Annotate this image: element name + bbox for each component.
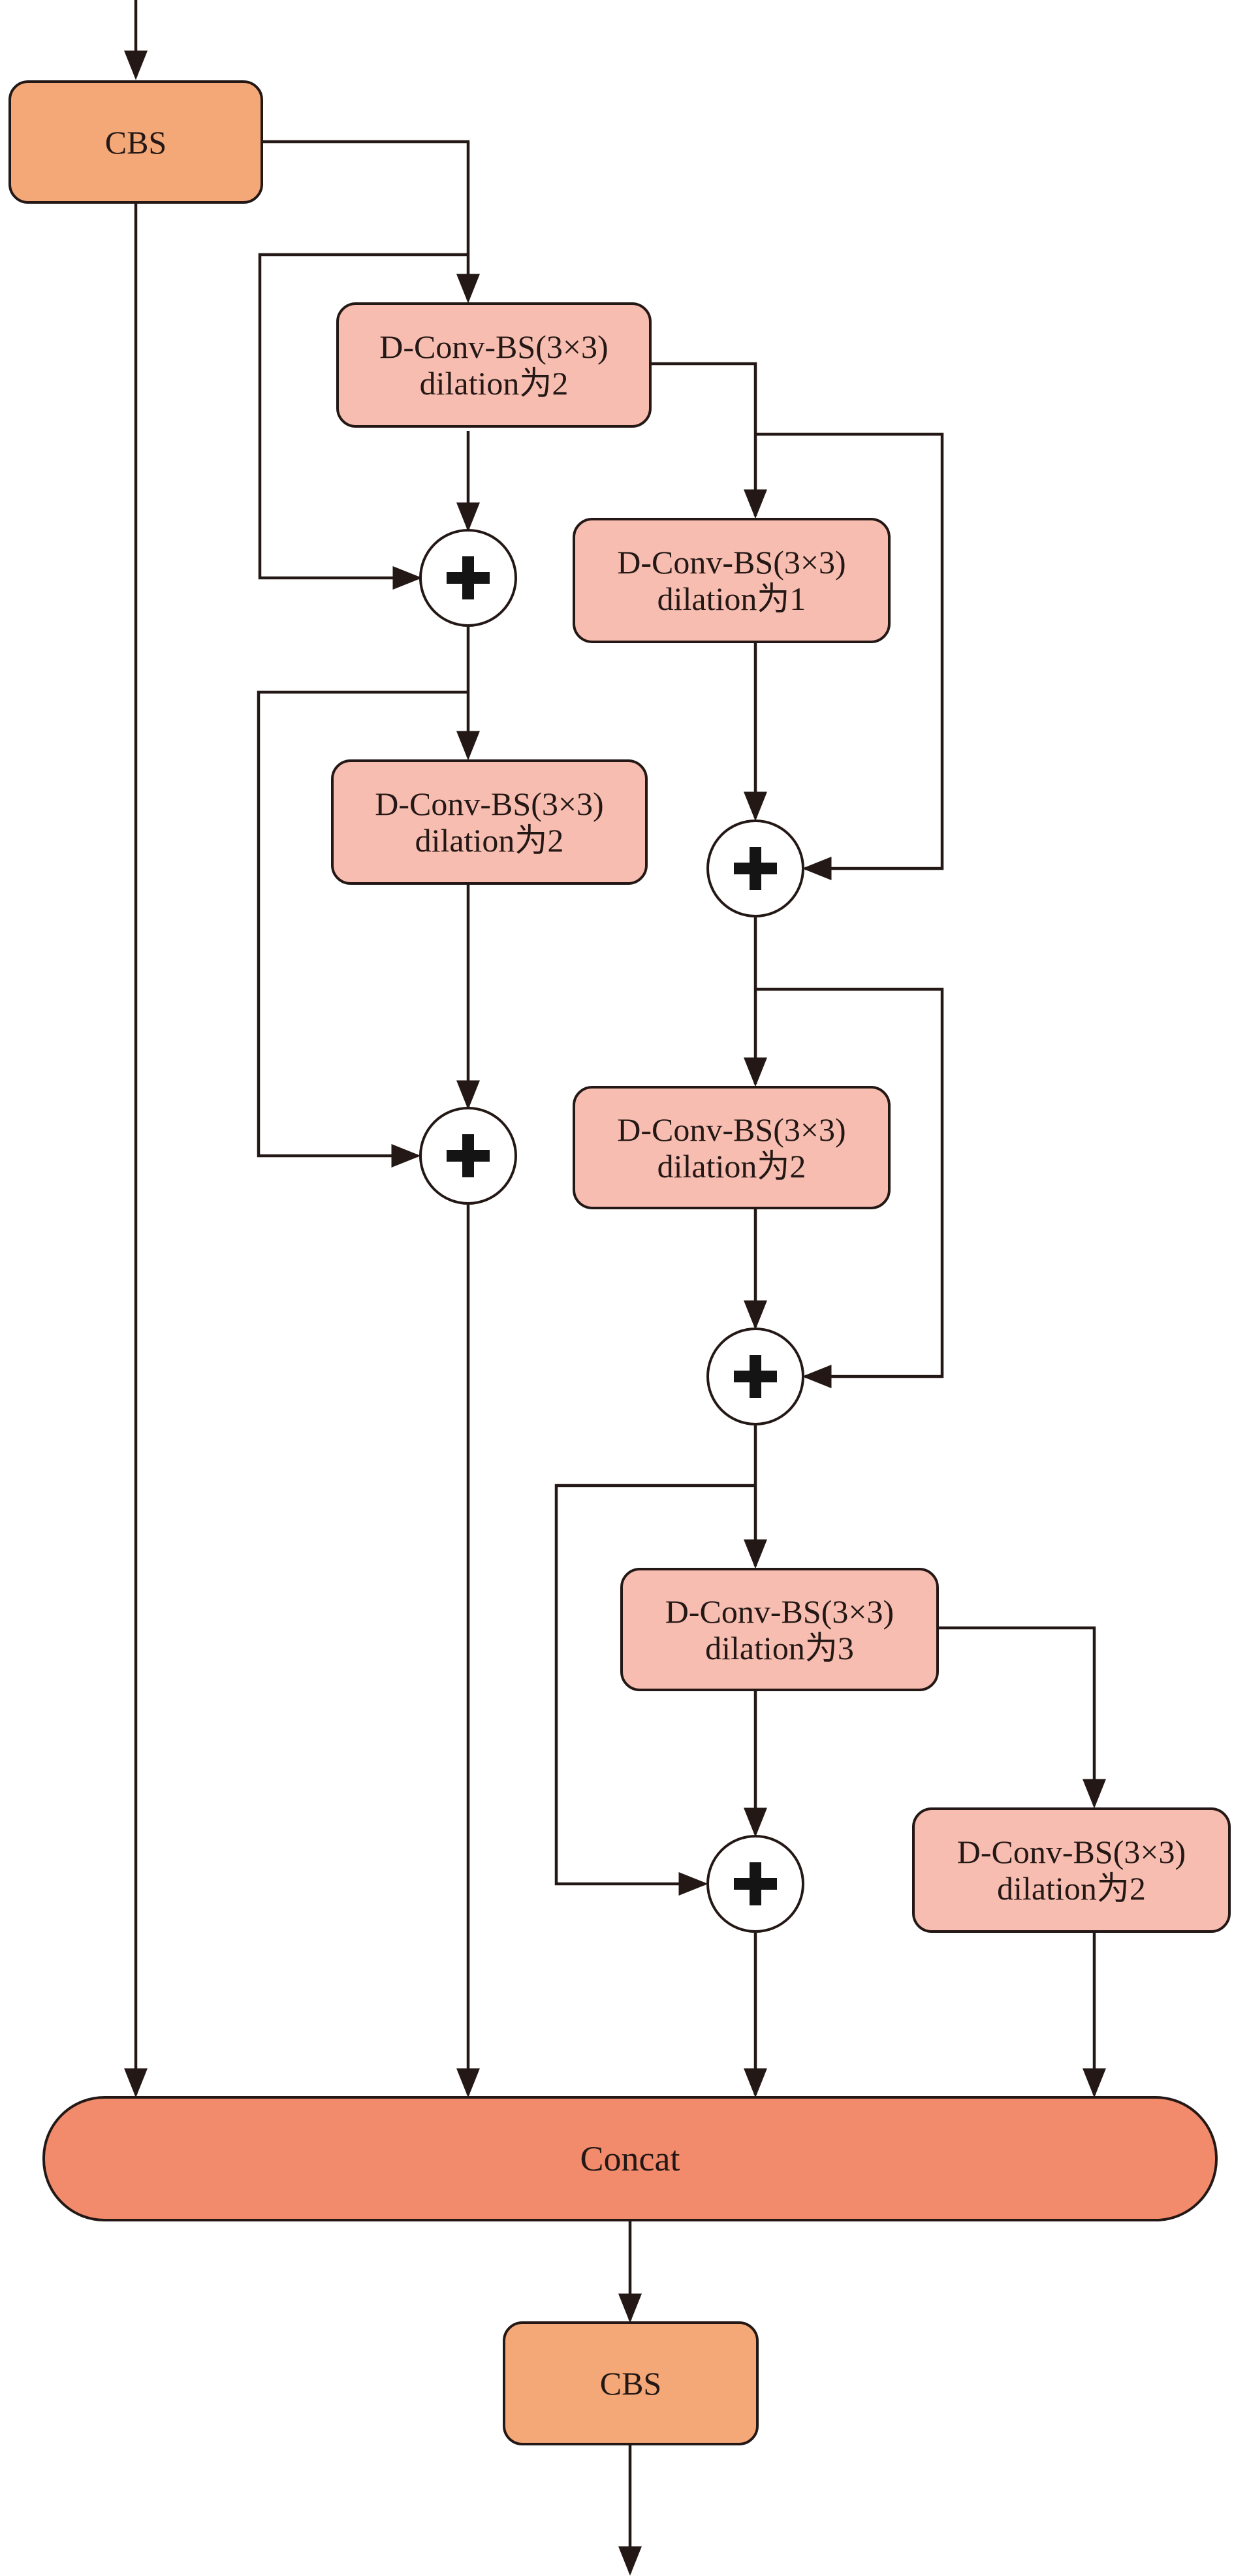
adder-node-1 [419, 529, 517, 627]
conv1-dilation: dilation为2 [419, 365, 569, 402]
conv2-dilation: dilation为1 [657, 580, 806, 617]
skip-to-adder1 [258, 253, 468, 590]
conv2-title: D-Conv-BS(3×3) [617, 544, 846, 580]
plus-icon [734, 847, 777, 890]
conv-block-1: D-Conv-BS(3×3) dilation为2 [336, 302, 652, 428]
conv4-dilation: dilation为2 [657, 1147, 806, 1185]
conv-block-4: D-Conv-BS(3×3) dilation为2 [573, 1086, 891, 1209]
skip-to-adder5 [554, 1484, 755, 1896]
conv-block-5: D-Conv-BS(3×3) dilation为3 [620, 1568, 939, 1691]
concat-label: Concat [580, 2139, 680, 2178]
conv-block-2: D-Conv-BS(3×3) dilation为1 [573, 518, 891, 643]
plus-icon [447, 1134, 490, 1177]
skip-to-adder2 [755, 432, 944, 880]
adder-node-5 [706, 1835, 804, 1933]
adder-node-4 [419, 1107, 517, 1205]
arrow-conv5-to-conv6 [939, 1626, 1106, 1809]
conv3-title: D-Conv-BS(3×3) [375, 786, 604, 822]
skip-to-adder4 [257, 690, 468, 1168]
plus-icon [734, 1862, 777, 1905]
conv5-title: D-Conv-BS(3×3) [665, 1593, 894, 1630]
skip-to-adder3 [755, 987, 944, 1388]
conv4-title: D-Conv-BS(3×3) [617, 1111, 846, 1148]
cbs-block-bottom: CBS [503, 2321, 759, 2445]
conv6-title: D-Conv-BS(3×3) [957, 1834, 1186, 1870]
adder-node-2 [706, 819, 804, 917]
arrow-cbs-to-conv1 [263, 140, 480, 304]
concat-block: Concat [42, 2096, 1218, 2221]
conv1-title: D-Conv-BS(3×3) [379, 328, 609, 365]
plus-icon [734, 1355, 777, 1398]
adder-node-3 [706, 1328, 804, 1425]
conv5-dilation: dilation为3 [705, 1629, 854, 1666]
conv6-dilation: dilation为2 [997, 1870, 1146, 1907]
arrow-conv1-to-conv2 [652, 362, 767, 519]
cbs-block-top: CBS [8, 80, 263, 204]
cbs-bottom-label: CBS [599, 2365, 662, 2402]
conv-block-3: D-Conv-BS(3×3) dilation为2 [331, 759, 648, 885]
conv3-dilation: dilation为2 [415, 822, 564, 859]
cbs-top-label: CBS [104, 123, 167, 161]
conv-block-6: D-Conv-BS(3×3) dilation为2 [912, 1807, 1231, 1933]
plus-icon [447, 556, 490, 599]
